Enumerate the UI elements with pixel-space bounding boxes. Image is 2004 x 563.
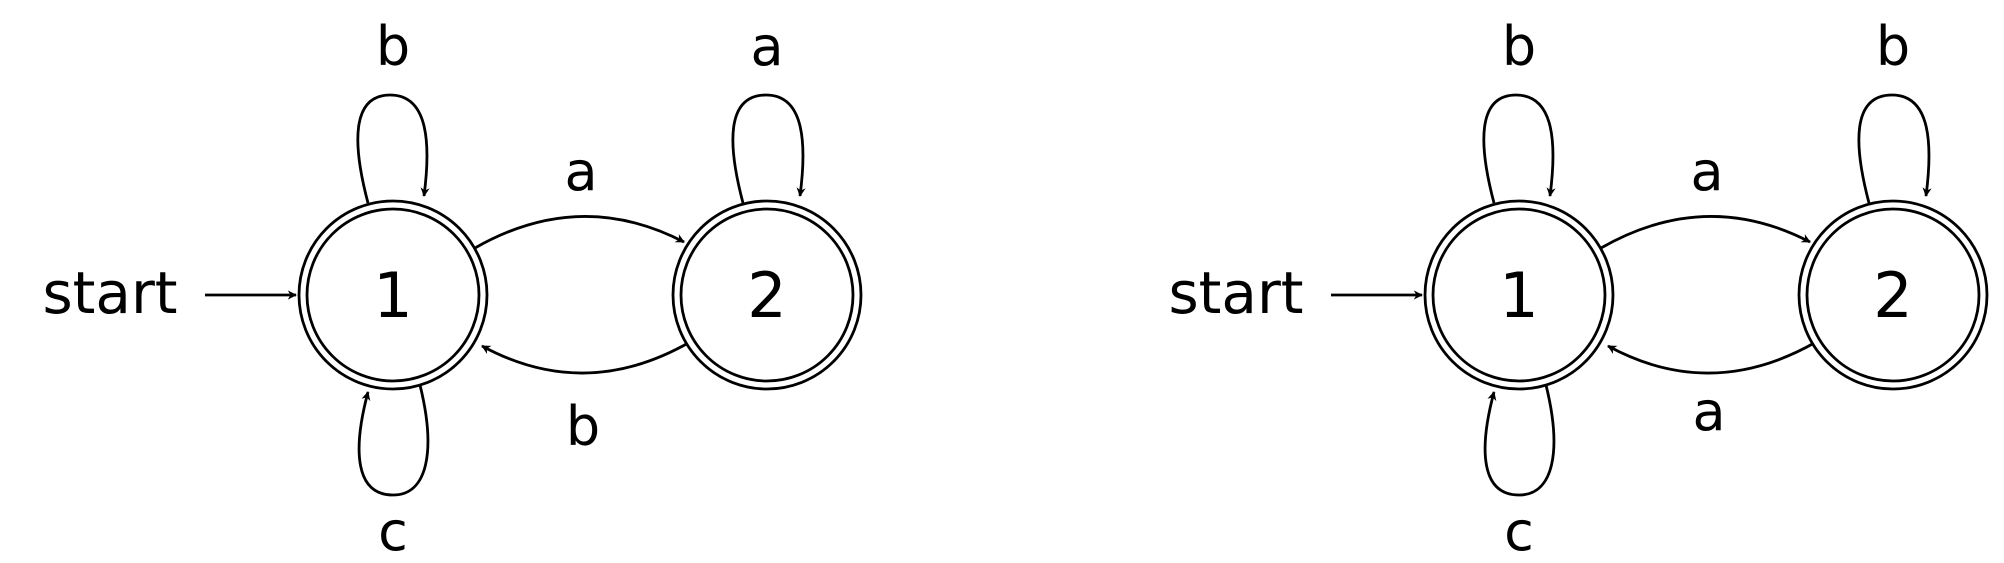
self-loop-1-bottom bbox=[1483, 384, 1556, 497]
self-loop-1-top bbox=[356, 93, 430, 204]
state-2-label: 2 bbox=[1873, 259, 1912, 332]
self-loop-2-top bbox=[1857, 93, 1932, 204]
self-loop-1-top bbox=[1482, 93, 1556, 204]
self-loop-1-top-label: b bbox=[376, 15, 410, 78]
transition-1-to-2 bbox=[1600, 215, 1811, 250]
self-loop-2-top-label: b bbox=[1876, 15, 1910, 78]
self-loop-1-bottom bbox=[357, 384, 430, 497]
self-loop-1-top-label: b bbox=[1502, 15, 1536, 78]
transition-2-to-1 bbox=[1607, 340, 1817, 375]
transition-1-to-2-label: a bbox=[1690, 140, 1723, 203]
state-1: 1 bbox=[297, 199, 489, 391]
state-1-label: 1 bbox=[1499, 259, 1538, 332]
automaton-right: start a a b c b 1 2 bbox=[1168, 15, 1989, 563]
state-2: 2 bbox=[1797, 199, 1989, 391]
self-loop-2-top bbox=[731, 93, 806, 204]
self-loop-1-bottom-label: c bbox=[378, 500, 408, 563]
transition-1-to-2 bbox=[474, 215, 685, 250]
state-1: 1 bbox=[1423, 199, 1615, 391]
state-2-label: 2 bbox=[747, 259, 786, 332]
transition-2-to-1 bbox=[481, 340, 691, 375]
self-loop-1-bottom-label: c bbox=[1504, 500, 1534, 563]
transition-2-to-1-label: a bbox=[1692, 380, 1725, 443]
start-label: start bbox=[42, 259, 177, 327]
transition-2-to-1-label: b bbox=[566, 395, 600, 458]
state-2: 2 bbox=[671, 199, 863, 391]
automaton-left: start a b b c a 1 2 bbox=[42, 15, 863, 563]
self-loop-2-top-label: a bbox=[750, 15, 783, 78]
transition-1-to-2-label: a bbox=[564, 140, 597, 203]
state-1-label: 1 bbox=[373, 259, 412, 332]
start-label: start bbox=[1168, 259, 1303, 327]
